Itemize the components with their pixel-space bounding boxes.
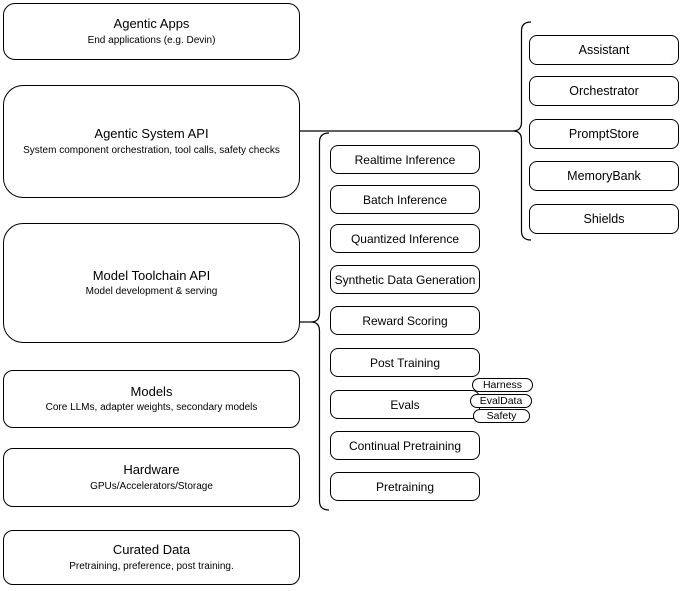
node-title: Model Toolchain API <box>92 267 211 283</box>
node-label: Synthetic Data Generation <box>334 272 476 287</box>
node-label: Assistant <box>578 43 630 57</box>
node-model-toolchain-api: Model Toolchain API Model development & … <box>3 223 300 343</box>
node-post-training: Post Training <box>330 348 480 377</box>
node-label: Quantized Inference <box>350 231 460 246</box>
node-label: Batch Inference <box>362 192 448 207</box>
node-label: Shields <box>583 212 625 226</box>
node-realtime-inference: Realtime Inference <box>330 145 480 174</box>
node-label: Evals <box>390 397 420 412</box>
node-label: Continual Pretraining <box>348 438 462 453</box>
node-label: Reward Scoring <box>362 313 448 328</box>
node-shields: Shields <box>529 204 679 234</box>
node-title: Hardware <box>123 462 180 478</box>
node-label: Pretraining <box>375 479 435 494</box>
toolchain-brace <box>310 132 330 511</box>
node-label: Realtime Inference <box>354 152 456 167</box>
badge-harness: Harness <box>472 378 533 392</box>
node-quantized-inference: Quantized Inference <box>330 224 480 253</box>
node-reward-scoring: Reward Scoring <box>330 306 480 335</box>
badge-evaldata: EvalData <box>470 394 532 408</box>
node-label: PromptStore <box>568 127 640 141</box>
node-pretraining: Pretraining <box>330 472 480 501</box>
node-subtitle: Model development & serving <box>85 286 218 298</box>
badge-safety: Safety <box>473 409 530 423</box>
node-subtitle: Core LLMs, adapter weights, secondary mo… <box>45 402 258 414</box>
badge-label: Harness <box>482 379 523 391</box>
node-evals: Evals <box>330 390 480 419</box>
node-models: Models Core LLMs, adapter weights, secon… <box>3 370 300 428</box>
node-promptstore: PromptStore <box>529 119 679 149</box>
node-title: Curated Data <box>112 542 191 558</box>
node-subtitle: GPUs/Accelerators/Storage <box>90 480 213 492</box>
node-hardware: Hardware GPUs/Accelerators/Storage <box>3 448 300 507</box>
node-synthetic-data-generation: Synthetic Data Generation <box>330 265 480 294</box>
node-title: Models <box>130 383 173 399</box>
node-continual-pretraining: Continual Pretraining <box>330 431 480 460</box>
node-subtitle: Pretraining, preference, post training. <box>69 560 234 572</box>
node-label: MemoryBank <box>567 169 641 183</box>
badge-label: Safety <box>486 410 517 422</box>
node-memorybank: MemoryBank <box>529 161 679 191</box>
node-orchestrator: Orchestrator <box>529 76 679 106</box>
node-batch-inference: Batch Inference <box>330 185 480 214</box>
node-label: Post Training <box>369 355 441 370</box>
badge-label: EvalData <box>479 395 523 407</box>
node-assistant: Assistant <box>529 35 679 65</box>
node-label: Orchestrator <box>569 84 639 98</box>
node-title: Agentic Apps <box>113 16 190 32</box>
node-agentic-apps: Agentic Apps End applications (e.g. Devi… <box>3 3 300 60</box>
node-agentic-system-api: Agentic System API System component orch… <box>3 85 300 198</box>
node-subtitle: End applications (e.g. Devin) <box>87 34 216 46</box>
node-curated-data: Curated Data Pretraining, preference, po… <box>3 530 300 585</box>
node-subtitle: System component orchestration, tool cal… <box>23 144 280 156</box>
node-title: Agentic System API <box>94 126 209 142</box>
